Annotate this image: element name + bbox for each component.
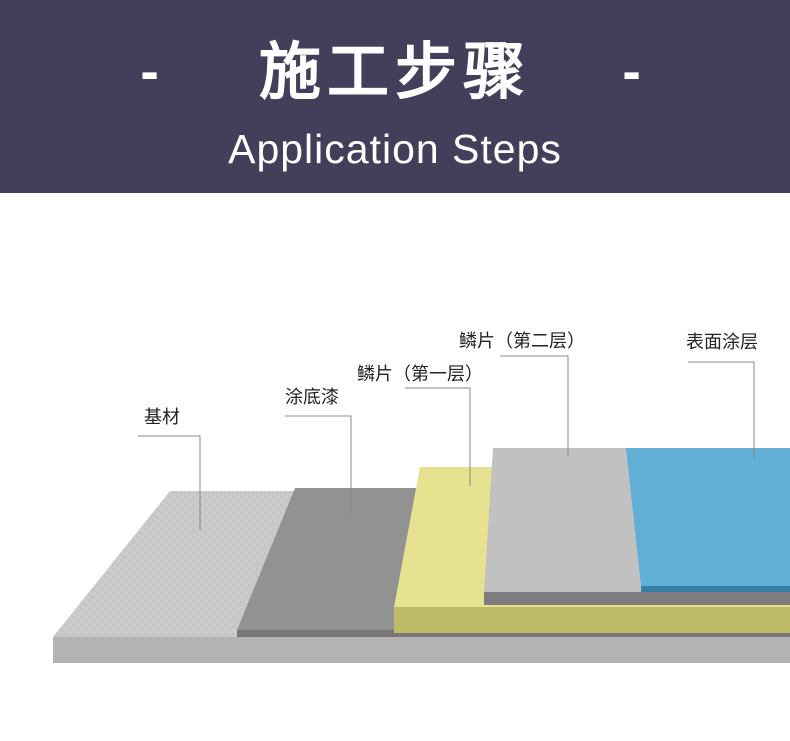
primer-leader-line bbox=[285, 415, 352, 514]
flake2-leader-line bbox=[500, 355, 569, 456]
label-topcoat: 表面涂层 bbox=[686, 332, 758, 353]
flake1-leader-line bbox=[405, 387, 471, 486]
label-primer: 涂底漆 bbox=[285, 387, 339, 408]
decor-dash-right: - bbox=[622, 46, 642, 100]
header-banner: - 施工步骤 - Application Steps bbox=[0, 0, 790, 193]
topcoat-layer-top bbox=[626, 448, 790, 586]
topcoat-leader-line bbox=[688, 361, 755, 458]
label-flake-layer-2: 鳞片（第二层） bbox=[459, 331, 585, 352]
flake1-layer-edge bbox=[394, 607, 790, 633]
topcoat-layer-edge bbox=[641, 586, 790, 592]
label-substrate: 基材 bbox=[144, 407, 180, 428]
decor-dash-left: - bbox=[140, 46, 160, 100]
substrate-layer-edge bbox=[53, 637, 790, 663]
page-title: 施工步骤 bbox=[258, 35, 531, 108]
flake2-layer-edge bbox=[484, 592, 790, 605]
primer-layer-edge bbox=[237, 630, 790, 637]
substrate-leader-line bbox=[138, 435, 201, 530]
page-subtitle: Application Steps bbox=[228, 126, 562, 172]
layer-diagram bbox=[0, 193, 790, 737]
layer-diagram-svg bbox=[53, 355, 790, 663]
label-flake-layer-1: 鳞片（第一层） bbox=[357, 364, 483, 385]
